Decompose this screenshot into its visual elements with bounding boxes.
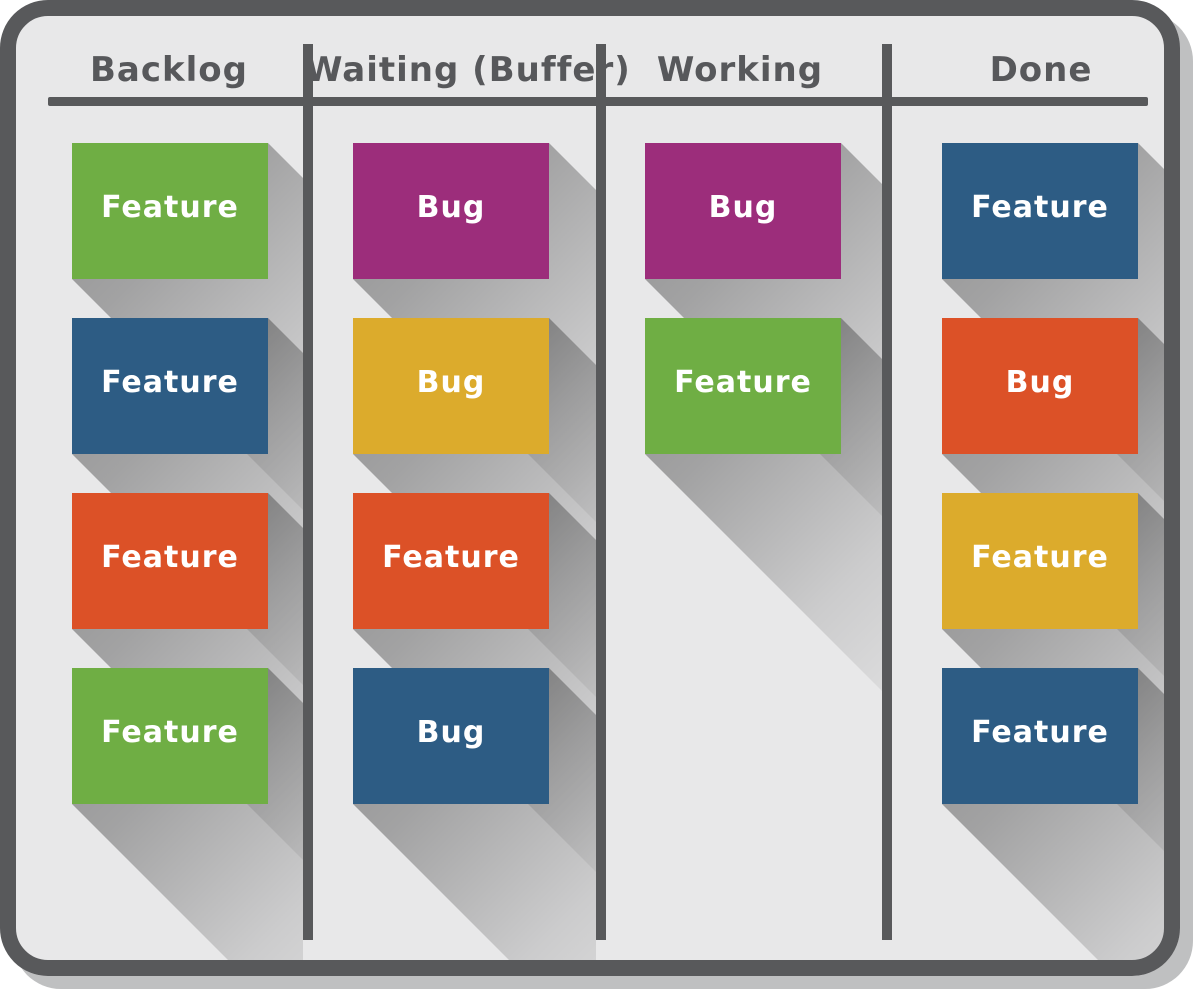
- column-title: Done: [989, 50, 1093, 90]
- card-label: Feature: [101, 189, 239, 225]
- column-title: Backlog: [90, 50, 248, 90]
- card-label: Feature: [101, 364, 239, 400]
- kanban-card[interactable]: Bug: [353, 318, 549, 454]
- column-divider: [882, 44, 892, 940]
- column-title: Waiting (Buffer): [305, 50, 631, 90]
- column-card-area: Feature Feature Feature Feature: [35, 106, 303, 960]
- card-slot: Bug: [942, 318, 1164, 960]
- kanban-column: Done Feature Bug Feature Feature: [884, 44, 1164, 960]
- card-slot: Bug: [353, 143, 596, 879]
- card-slot: Feature: [72, 143, 303, 879]
- card-label: Bug: [416, 714, 486, 750]
- kanban-board: Backlog Feature Feature Feature Feature …: [0, 0, 1180, 976]
- card-slot: Feature: [645, 318, 882, 960]
- card-label: Feature: [971, 189, 1109, 225]
- card-slot: Bug: [353, 318, 596, 960]
- kanban-card[interactable]: Feature: [72, 318, 268, 454]
- kanban-column: Working Bug Feature: [598, 44, 882, 960]
- kanban-column: Waiting (Buffer) Bug Bug Feature Bug: [305, 44, 631, 960]
- kanban-card[interactable]: Bug: [645, 143, 841, 279]
- card-label: Feature: [101, 714, 239, 750]
- card-label: Feature: [971, 539, 1109, 575]
- kanban-card[interactable]: Feature: [72, 668, 268, 804]
- card-label: Feature: [971, 714, 1109, 750]
- card-slot: Feature: [72, 668, 303, 960]
- kanban-card[interactable]: Feature: [942, 143, 1138, 279]
- kanban-card[interactable]: Feature: [942, 493, 1138, 629]
- card-slot: Feature: [353, 493, 596, 960]
- card-label: Bug: [1005, 364, 1075, 400]
- kanban-card[interactable]: Feature: [72, 143, 268, 279]
- card-label: Feature: [101, 539, 239, 575]
- column-divider: [303, 44, 313, 940]
- column-divider: [596, 44, 606, 940]
- kanban-card[interactable]: Feature: [72, 493, 268, 629]
- card-slot: Feature: [942, 668, 1164, 960]
- card-slot: Bug: [353, 668, 596, 960]
- kanban-card[interactable]: Bug: [942, 318, 1138, 454]
- kanban-card[interactable]: Bug: [353, 668, 549, 804]
- kanban-column: Backlog Feature Feature Feature Feature: [35, 44, 303, 960]
- kanban-card[interactable]: Bug: [353, 143, 549, 279]
- kanban-card[interactable]: Feature: [353, 493, 549, 629]
- column-card-area: Bug Bug Feature Bug: [305, 106, 596, 960]
- kanban-card[interactable]: Feature: [942, 668, 1138, 804]
- card-slot: Bug: [645, 143, 882, 879]
- card-slot: Feature: [942, 493, 1164, 960]
- card-label: Feature: [382, 539, 520, 575]
- card-slot: Feature: [942, 143, 1164, 879]
- column-card-area: Bug Feature: [598, 106, 882, 960]
- card-label: Bug: [708, 189, 778, 225]
- column-title: Working: [656, 50, 824, 90]
- card-label: Bug: [416, 189, 486, 225]
- card-label: Feature: [674, 364, 812, 400]
- column-card-area: Feature Bug Feature Feature: [884, 106, 1164, 960]
- card-slot: Feature: [72, 318, 303, 960]
- kanban-card[interactable]: Feature: [645, 318, 841, 454]
- card-label: Bug: [416, 364, 486, 400]
- card-slot: Feature: [72, 493, 303, 960]
